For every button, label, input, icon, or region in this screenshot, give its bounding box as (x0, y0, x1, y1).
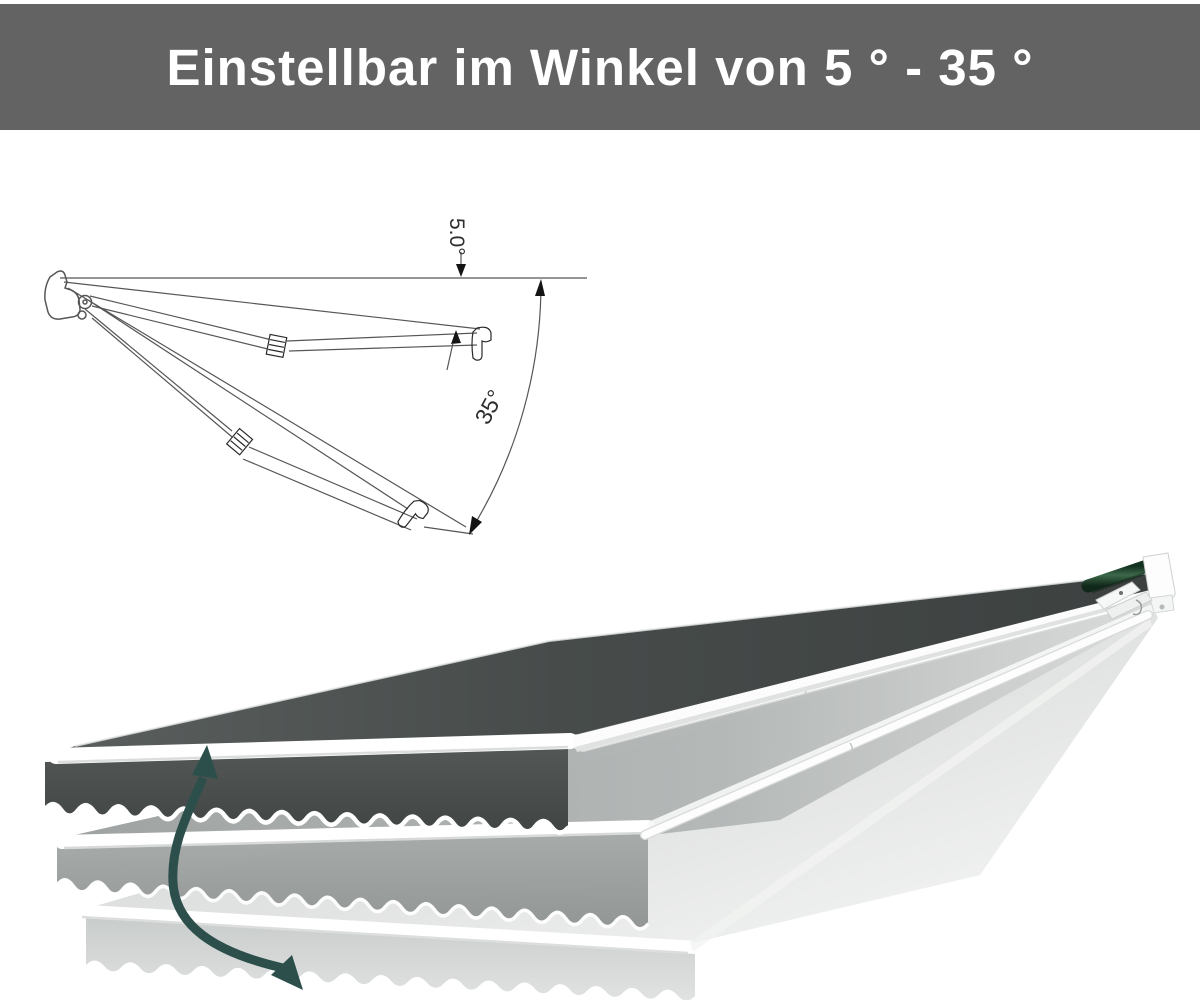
mid-valance (57, 831, 648, 927)
shoulder-elbow-b (1105, 591, 1153, 620)
arm-35-degree (67, 287, 474, 535)
awning-top-position (43, 572, 1163, 835)
low-side-rail (690, 618, 1152, 952)
roller-shadow (1091, 572, 1145, 594)
shoulder-elbow-a (1095, 581, 1141, 610)
awning-illustration (43, 552, 1176, 1000)
fabric-roller (1081, 559, 1154, 593)
angle-diagram (44, 252, 587, 535)
top-front-bar (48, 733, 578, 764)
wall-mount-assembly (1081, 552, 1176, 620)
bracket-bolt (1159, 604, 1165, 610)
angle-max-label: 35° (469, 385, 508, 428)
header-banner: Einstellbar im Winkel von 5 ° - 35 ° (0, 4, 1200, 130)
adjustment-arrow (168, 745, 303, 990)
dim-arrow-up (451, 330, 461, 344)
adjustment-arrow-shaft (168, 776, 285, 973)
top-front-bar-shade (57, 745, 569, 764)
dim-leader-bottom (446, 342, 454, 371)
mid-front-bar (55, 820, 655, 849)
bracket-hook (1132, 599, 1143, 616)
mid-front-bar-shade (63, 831, 647, 850)
elbow-pin (1119, 591, 1123, 595)
top-side-rail (572, 588, 1158, 749)
top-valance (45, 748, 568, 831)
illustration-canvas: 5.0° 35° (43, 218, 1176, 1000)
adjustment-arrow-head-up (192, 745, 218, 779)
arm-5-degree (63, 281, 492, 361)
low-front-bar-shade (81, 915, 689, 955)
low-valance-trim (84, 960, 697, 1000)
top-fabric (60, 573, 1163, 751)
angle-min-label: 5.0° (445, 218, 468, 256)
low-valance (86, 918, 695, 1000)
banner-title: Einstellbar im Winkel von 5 ° - 35 ° (166, 38, 1034, 96)
top-valance-trim (43, 802, 570, 835)
arc-arrowhead-top (535, 279, 545, 296)
bracket-plate (1149, 594, 1175, 614)
top-fabric-edge-highlight (74, 572, 1151, 747)
adjustment-arrow-head-down (271, 955, 303, 990)
angle-arc (469, 281, 542, 533)
arc-arrowhead-bottom (469, 516, 482, 535)
top-side-rail-shade (575, 594, 1158, 752)
dim-arrow-down (456, 264, 466, 277)
mid-valance-trim (55, 878, 650, 931)
